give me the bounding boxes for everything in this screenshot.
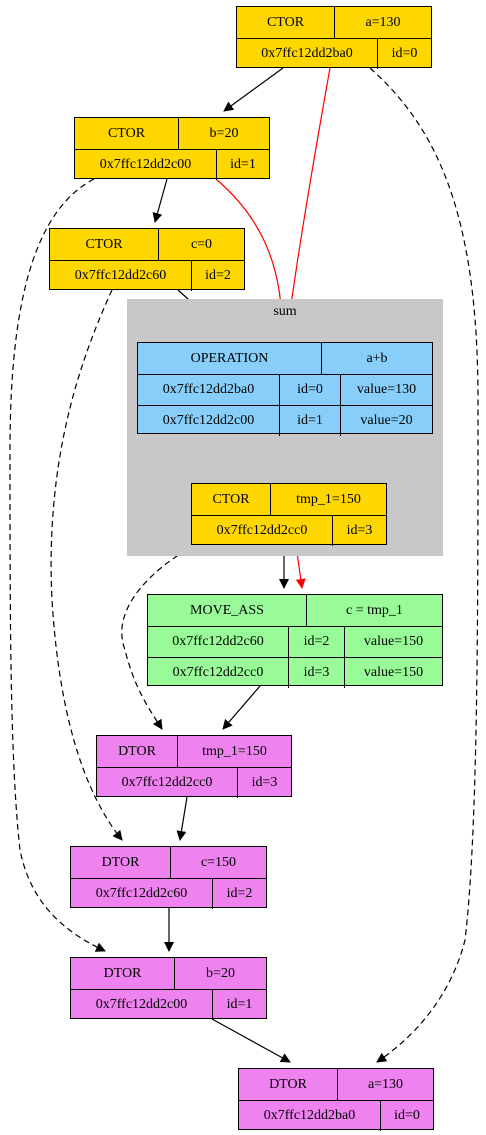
node-ctor-tmp[interactable]: CTOR tmp_1=150 0x7ffc12dd2cc0 id=3 [191,483,387,546]
node-id: id=0 [377,39,431,69]
node-address: 0x7ffc12dd2c60 [74,268,167,283]
node-kind: MOVE_ASS [190,602,264,618]
edge-ctor-a-to-ctor-b [223,67,284,112]
node-value: value=150 [344,658,442,688]
node-name: b=20 [174,958,266,989]
edge-ctor-c-to-dtor-c [50,289,123,841]
node-ctor-b[interactable]: CTOR b=20 0x7ffc12dd2c00 id=1 [74,117,270,180]
node-id: id=2 [288,627,344,657]
node-kind: DTOR [101,854,140,870]
node-kind: DTOR [103,965,142,981]
edge-move-ass-to-dtor-tmp [222,685,261,730]
node-kind: CTOR [85,236,123,252]
node-address: 0x7ffc12dd2cc0 [172,665,264,680]
node-id: id=1 [216,150,269,180]
node-kind: CTOR [212,491,250,507]
node-address: 0x7ffc12dd2c00 [162,413,255,428]
node-id: id=2 [191,261,244,291]
node-name: a=130 [337,1069,433,1100]
node-kind: DTOR [118,743,156,759]
node-ctor-a[interactable]: CTOR a=130 0x7ffc12dd2ba0 id=0 [236,6,432,69]
edge-ctor-tmp-to-dtor-tmp [121,544,196,730]
node-id: id=2 [212,879,266,909]
node-name: a=130 [334,7,431,38]
node-ctor-c[interactable]: CTOR c=0 0x7ffc12dd2c60 id=2 [49,228,245,291]
node-address: 0x7ffc12dd2c00 [99,157,192,172]
node-value: value=150 [344,627,442,657]
edge-dtor-tmp-to-dtor-c [176,796,188,841]
node-id: id=0 [279,375,340,405]
cluster-label: sum [273,304,297,319]
node-name: c=0 [158,229,244,260]
node-kind: CTOR [107,125,146,141]
node-value: value=130 [340,375,432,405]
node-name: tmp_1=150 [270,484,386,515]
edge-ctor-b-to-ctor-c [152,178,168,223]
node-id: id=0 [380,1101,433,1131]
node-address: 0x7ffc12dd2ba0 [261,46,353,61]
edge-ctor-a-to-operation-copy [283,67,331,337]
node-address: 0x7ffc12dd2ba0 [162,382,255,397]
node-name: b=20 [178,118,269,149]
node-id: id=3 [288,658,344,688]
edge-ctor-a-to-dtor-a [369,67,479,1063]
node-id: id=1 [212,990,266,1020]
node-address: 0x7ffc12dd2c60 [95,886,188,901]
node-value: value=20 [340,406,432,436]
node-name: c=150 [170,847,266,878]
node-name: tmp_1=150 [177,736,291,767]
node-address: 0x7ffc12dd2c60 [172,634,264,649]
node-address: 0x7ffc12dd2cc0 [121,775,213,790]
node-name: c = tmp_1 [306,595,442,626]
node-address: 0x7ffc12dd2cc0 [216,523,308,538]
node-address: 0x7ffc12dd2c00 [95,997,188,1012]
node-dtor-tmp[interactable]: DTOR tmp_1=150 0x7ffc12dd2cc0 id=3 [96,735,292,798]
node-id: id=1 [279,406,340,436]
edge-ctor-b-to-dtor-b [9,178,106,952]
node-dtor-c[interactable]: DTOR c=150 0x7ffc12dd2c60 id=2 [70,846,267,909]
node-name: a+b [321,343,432,374]
node-dtor-a[interactable]: DTOR a=130 0x7ffc12dd2ba0 id=0 [238,1068,434,1131]
node-kind: CTOR [266,14,305,30]
node-dtor-b[interactable]: DTOR b=20 0x7ffc12dd2c00 id=1 [70,957,267,1020]
node-id: id=3 [332,516,386,546]
node-kind: DTOR [269,1076,307,1092]
node-id: id=3 [237,768,291,798]
node-address: 0x7ffc12dd2ba0 [263,1108,356,1123]
node-kind: OPERATION [190,350,269,366]
edge-dtor-b-to-dtor-a [211,1018,291,1063]
